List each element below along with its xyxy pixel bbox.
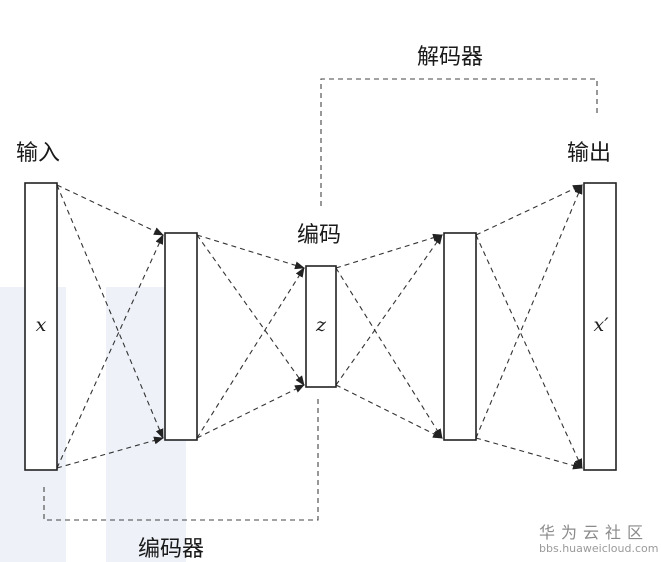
watermark-site: bbs.huaweicloud.com	[539, 542, 658, 555]
input-caption: 输入	[16, 141, 60, 166]
decoder-hidden-layer	[443, 232, 477, 441]
connection-arrow-encoder-hidden-layer-to-code-layer-top-bottom	[196, 234, 305, 386]
code-caption: 编码	[297, 223, 341, 248]
connection-arrow-encoder-hidden-layer-to-code-layer-top-top	[196, 234, 305, 270]
encoder-bracket	[43, 395, 319, 521]
connection-arrow-decoder-hidden-layer-to-output-layer-top-top	[475, 184, 583, 236]
connection-arrow-decoder-hidden-layer-to-output-layer-top-bottom	[475, 234, 583, 469]
decoder-caption: 解码器	[417, 45, 483, 70]
code-variable-label: z	[315, 314, 327, 336]
layer-connections	[56, 184, 583, 470]
connection-arrow-encoder-hidden-layer-to-code-layer-bottom-top	[196, 267, 305, 439]
code-layer	[305, 265, 337, 388]
connection-arrow-code-layer-to-decoder-hidden-layer-top-bottom	[335, 267, 443, 439]
connection-arrow-input-layer-to-encoder-hidden-layer-top-top	[56, 184, 164, 236]
decoder-bracket	[320, 78, 598, 206]
connection-arrow-decoder-hidden-layer-to-output-layer-bottom-bottom	[475, 437, 583, 470]
encoder-caption: 编码器	[138, 537, 204, 562]
input-layer	[24, 182, 58, 471]
encoder-hidden-layer	[164, 232, 198, 441]
watermark-brand: 华为云社区	[539, 523, 649, 542]
connection-arrow-encoder-hidden-layer-to-code-layer-bottom-bottom	[196, 384, 305, 439]
connection-arrow-code-layer-to-decoder-hidden-layer-top-top	[335, 233, 443, 269]
connection-arrow-code-layer-to-decoder-hidden-layer-bottom-top	[335, 234, 443, 386]
connection-arrow-input-layer-to-encoder-hidden-layer-top-bottom	[56, 184, 164, 439]
connection-arrow-code-layer-to-decoder-hidden-layer-bottom-bottom	[335, 384, 443, 439]
connection-arrow-input-layer-to-encoder-hidden-layer-bottom-top	[56, 234, 164, 469]
output-caption: 输出	[567, 141, 611, 166]
connection-arrow-decoder-hidden-layer-to-output-layer-bottom-top	[475, 184, 583, 439]
connection-arrow-input-layer-to-encoder-hidden-layer-bottom-bottom	[56, 436, 164, 469]
output-variable-label: x′	[593, 314, 609, 336]
output-layer	[583, 182, 617, 471]
input-variable-label: x	[36, 314, 47, 336]
